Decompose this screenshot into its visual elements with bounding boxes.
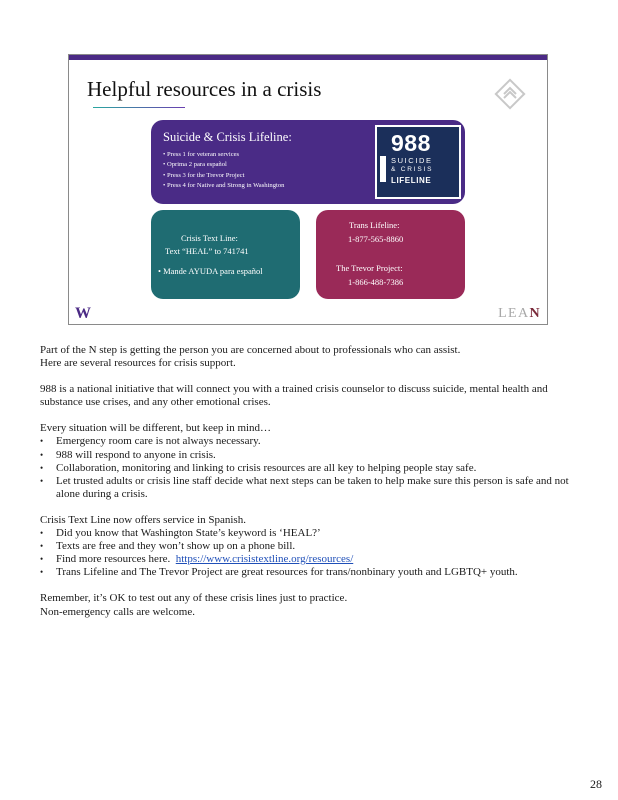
notes-paragraph: Crisis Text Line now offers service in S…	[40, 513, 246, 526]
notes-paragraph: 988 is a national initiative that will c…	[40, 383, 548, 409]
lifeline-option: Press 4 for Native and Strong in Washing…	[163, 181, 284, 191]
lean-logo-accent: N	[529, 306, 541, 321]
page-number: 28	[590, 777, 602, 791]
notes-paragraph: Remember, it’s OK to test out any of the…	[40, 592, 348, 605]
lifeline-option: Press 3 for the Trevor Project	[163, 171, 284, 181]
slide-top-bar	[69, 55, 547, 60]
crisis-text-line-card: Crisis Text Line: Text “HEAL” to 741741 …	[151, 210, 300, 299]
trans-lifeline-phone: 1-877-565-8860	[348, 234, 404, 244]
list-item: Emergency room care is not always necess…	[40, 435, 570, 448]
trans-lifeline-label: Trans Lifeline:	[349, 220, 400, 230]
list-item: 988 will respond to anyone in crisis.	[40, 449, 570, 462]
slide: Helpful resources in a crisis Suicide & …	[68, 54, 548, 325]
uw-logo: W	[75, 305, 91, 322]
lifeline-option: Oprima 2 para español	[163, 160, 284, 170]
988-lifeline-logo: 988 SUICIDE & CRISIS LIFELINE	[375, 125, 461, 199]
resources-link[interactable]: https://www.crisistextline.org/resources…	[175, 553, 354, 566]
badge-bar-icon	[380, 156, 386, 182]
text-line-instruction: Text “HEAL” to 741741	[165, 246, 249, 256]
badge-number: 988	[391, 130, 431, 156]
crisis-text-list: Did you know that Washington State’s key…	[40, 527, 570, 579]
list-item: Find more resources here. https://www.cr…	[40, 553, 570, 566]
keep-in-mind-list: Emergency room care is not always necess…	[40, 435, 570, 500]
list-item: Trans Lifeline and The Trevor Project ar…	[40, 566, 570, 579]
lifeline-title: Suicide & Crisis Lifeline:	[163, 130, 292, 144]
list-item: Did you know that Washington State’s key…	[40, 527, 570, 540]
title-underline	[93, 107, 185, 108]
lean-logo: LEAN	[498, 306, 541, 322]
list-item: Let trusted adults or crisis line staff …	[40, 475, 570, 501]
badge-line-3: LIFELINE	[391, 176, 432, 185]
find-more-text: Find more resources here.	[56, 553, 171, 566]
slide-title: Helpful resources in a crisis	[87, 77, 322, 101]
lifeline-option: Press 1 for veteran services	[163, 150, 284, 160]
notes-paragraph: Here are several resources for crisis su…	[40, 357, 236, 370]
diamond-logo-icon	[494, 78, 526, 110]
lifeline-options: Press 1 for veteran services Oprima 2 pa…	[163, 150, 284, 192]
list-item: Collaboration, monitoring and linking to…	[40, 462, 570, 475]
notes-paragraph: Every situation will be different, but k…	[40, 422, 272, 435]
trevor-project-label: The Trevor Project:	[336, 263, 403, 273]
text-line-title: Crisis Text Line:	[181, 233, 238, 243]
lean-logo-text: LEA	[498, 306, 530, 321]
trevor-project-phone: 1-866-488-7386	[348, 277, 404, 287]
text-line-spanish: • Mande AYUDA para español	[158, 266, 263, 276]
speaker-notes: Part of the N step is getting the person…	[40, 344, 570, 619]
list-item: Texts are free and they won’t show up on…	[40, 540, 570, 553]
trans-trevor-card: Trans Lifeline: 1-877-565-8860 The Trevo…	[316, 210, 465, 299]
badge-line-1: SUICIDE	[391, 156, 433, 165]
notes-paragraph: Non-emergency calls are welcome.	[40, 605, 195, 618]
badge-line-2: & CRISIS	[391, 166, 434, 173]
notes-paragraph: Part of the N step is getting the person…	[40, 344, 461, 356]
lifeline-card: Suicide & Crisis Lifeline: Press 1 for v…	[151, 120, 465, 204]
